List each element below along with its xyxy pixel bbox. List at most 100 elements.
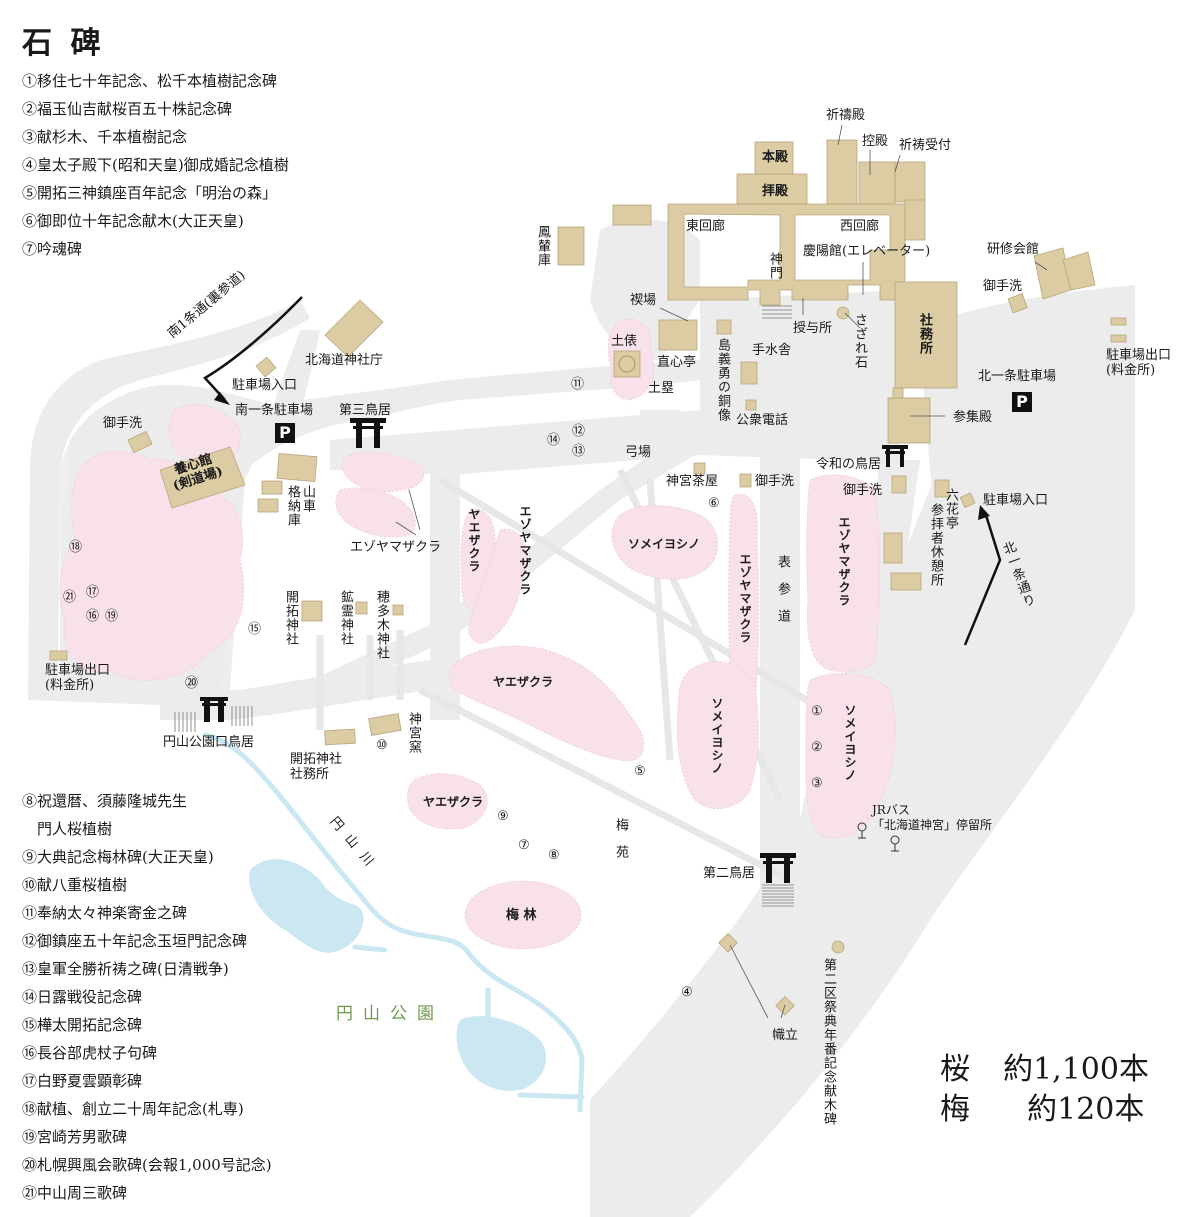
label-kensyukaikan: 研修会館 xyxy=(987,242,1040,257)
leader-lines xyxy=(395,124,1048,1019)
label-maruyama-park: 円山公園 xyxy=(336,1004,444,1024)
arrow-head-north xyxy=(978,505,990,520)
tree-count-stats: 桜 約1,100本 梅 約120本 xyxy=(940,1050,1149,1130)
marker-1: ① xyxy=(811,704,823,719)
marker-7: ⑦ xyxy=(518,838,530,853)
label-minami-parking[interactable]: 南一条駐車場 xyxy=(235,403,314,418)
label-shinmon: 神門 xyxy=(767,252,782,280)
water xyxy=(249,859,547,1091)
legend-item: ⑤開拓三神鎮座百年記念「明治の森」 xyxy=(22,184,278,202)
label-ezoyama-east: エゾヤマザクラ xyxy=(837,516,851,607)
third-torii-icon xyxy=(350,418,386,448)
label-doroui: 土塁 xyxy=(648,381,675,396)
label-temizu-west: 御手洗 xyxy=(103,416,143,431)
marker-5: ⑤ xyxy=(634,764,646,779)
legend-item: ⑪奉納太々神楽寄金之碑 xyxy=(22,904,188,922)
label-kitoden: 祈禱殿 xyxy=(826,108,866,123)
maruyama-steps xyxy=(174,706,253,732)
legend-item: ⑭日露戦役記念碑 xyxy=(22,988,143,1006)
label-kaitaku-jinja: 開拓神社 xyxy=(283,590,298,646)
label-misogiba: 禊場 xyxy=(630,293,657,308)
minami-parking-icon: P xyxy=(275,423,295,443)
label-temizusha: 手水舎 xyxy=(752,343,792,358)
marker-21: ㉑ xyxy=(63,590,77,605)
torii-icons xyxy=(200,418,908,883)
marker-16: ⑯ xyxy=(86,609,100,624)
label-dohyo: 土俵 xyxy=(611,334,638,349)
label-honden: 本殿 xyxy=(762,150,789,165)
label-higashi-kairo: 東回廊 xyxy=(686,219,726,234)
legend-item: ⑨大典記念梅林碑(大正天皇) xyxy=(22,848,214,866)
label-nishi-kairo: 西回廊 xyxy=(840,219,880,234)
label-sanpaisha: 参拝者休憩所 xyxy=(928,503,943,587)
label-jikishintei: 直心亭 xyxy=(657,355,697,370)
label-someiyoshino-1: ソメイヨシノ xyxy=(628,537,701,551)
marker-12: ⑫ xyxy=(572,424,586,439)
marker-3: ③ xyxy=(811,776,823,791)
label-rokkatei: 六花亭 xyxy=(943,488,958,530)
label-shima-statue: 島義勇の銅像 xyxy=(715,338,730,422)
legend-item: ②福玉仙吉献桜百五十株記念碑 xyxy=(22,100,233,118)
label-sazareishi: さざれ石 xyxy=(852,313,867,369)
label-bairin: 梅 林 xyxy=(506,908,537,923)
label-jinjacho: 北海道神社庁 xyxy=(305,353,384,368)
marker-8: ⑧ xyxy=(548,848,560,863)
legend-item: ㉑中山周三歌碑 xyxy=(22,1184,128,1202)
label-second-district: 第二区祭典年番記念献木碑 xyxy=(821,958,836,1126)
label-jingu-chaya: 神宮茶屋 xyxy=(666,474,719,489)
marker-18: ⑱ xyxy=(69,540,83,555)
ume-label: 梅 xyxy=(940,1092,970,1127)
label-kito-uketsuke: 祈祷受付 xyxy=(899,138,952,153)
label-omotesando: 表参道 xyxy=(775,555,790,636)
legend-item: ③献杉木、千本植樹記念 xyxy=(22,128,188,146)
label-bus-stop[interactable]: JRバス 「北海道神宮」停留所 xyxy=(872,803,993,832)
label-hikaeden: 控殿 xyxy=(862,134,889,149)
marker-15: ⑮ xyxy=(248,622,262,637)
label-ezoyama-1: エゾヤマザクラ xyxy=(350,540,442,555)
sakura-stat: 桜 約1,100本 xyxy=(940,1050,1149,1090)
label-minami-entrance[interactable]: 駐車場入口 xyxy=(232,378,298,393)
label-jingu-kama: 神宮窯 xyxy=(406,712,421,754)
label-keiyokan: 慶陽館(エレベーター) xyxy=(803,244,931,259)
label-hotaki-jinja: 穂多木神社 xyxy=(374,590,389,660)
label-yaezakura-strip: ヤエザクラ xyxy=(467,508,481,573)
marker-2: ② xyxy=(811,740,823,755)
label-sanshuden: 参集殿 xyxy=(953,410,993,425)
legend-top: ①移住七十年記念、松千本植樹記念碑 ②福玉仙吉献桜百五十株記念碑 ③献杉木、千本… xyxy=(22,67,289,263)
label-kyujo: 弓場 xyxy=(625,445,652,460)
sakura-areas xyxy=(59,318,896,950)
marker-14: ⑭ xyxy=(547,433,561,448)
marker-17: ⑰ xyxy=(86,585,100,600)
label-ezoyama-strip: エゾヤマザクラ xyxy=(518,505,532,596)
dohyo-ring xyxy=(618,355,636,373)
legend-item: ⑮樺太開拓記念碑 xyxy=(22,1016,143,1034)
sakura-count: 約1,100本 xyxy=(1003,1052,1149,1087)
legend-item: ⑥御即位十年記念献木(大正天皇) xyxy=(22,212,244,230)
marker-11: ⑪ xyxy=(571,377,585,392)
label-public-phone: 公衆電話 xyxy=(736,413,789,428)
label-temizu-center: 御手洗 xyxy=(755,474,795,489)
label-reiwa-torii: 令和の鳥居 xyxy=(816,457,882,472)
legend-item: ⑬皇軍全勝祈祷之碑(日清戦争) xyxy=(22,960,229,978)
label-kita-parking[interactable]: 北一条駐車場 xyxy=(978,369,1057,384)
ume-stat: 梅 約120本 xyxy=(940,1090,1149,1130)
legend-item: ⑲宮崎芳男歌碑 xyxy=(22,1128,128,1146)
marker-6: ⑥ xyxy=(708,496,720,511)
legend-item: ⑰白野夏雲顕彰碑 xyxy=(22,1072,143,1090)
label-kita-entrance[interactable]: 駐車場入口 xyxy=(983,493,1049,508)
buildings xyxy=(49,139,1127,1016)
maruyama-torii-icon xyxy=(200,697,228,722)
second-torii-icon xyxy=(760,853,796,883)
label-yaezakura-small: ヤエザクラ xyxy=(423,795,484,809)
sakura-label: 桜 xyxy=(940,1052,970,1087)
label-kaitaku-shamusho: 開拓神社 社務所 xyxy=(290,752,343,782)
label-horensha: 鳳輦庫 xyxy=(535,225,550,267)
label-yama: 山車 xyxy=(300,485,315,513)
legend-bottom: ⑧祝還暦、須藤隆城先生 門人桜植樹 ⑨大典記念梅林碑(大正天皇) ⑩献八重桜植樹… xyxy=(22,787,272,1207)
legend-item: ⑯長谷部虎杖子句碑 xyxy=(22,1044,158,1062)
reiwa-torii-icon xyxy=(882,445,908,467)
label-temizu-ne: 御手洗 xyxy=(983,279,1023,294)
label-haiden: 拝殿 xyxy=(762,184,789,199)
label-kita-exit: 駐車場出口 (料金所) xyxy=(1106,348,1172,378)
